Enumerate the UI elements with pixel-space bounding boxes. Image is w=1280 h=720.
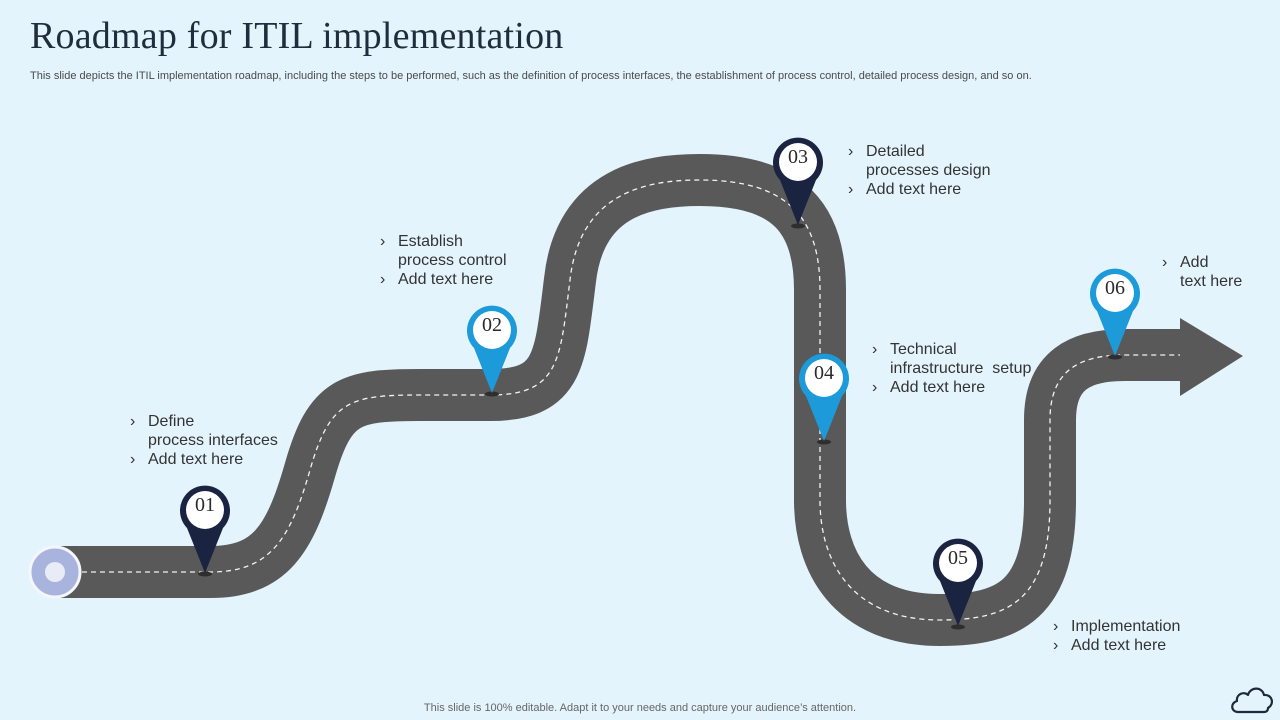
pin-step-05: 05 (931, 537, 985, 631)
step-04-text: Technical infrastructure setup Add text … (872, 340, 1031, 397)
step-01-title-line-1: Define (130, 412, 278, 431)
step-02-title-line-1: Establish (380, 232, 507, 251)
road-arrowhead (1180, 318, 1243, 396)
step-06-title-line-1: Add (1162, 253, 1242, 272)
step-01-detail: Add text here (130, 450, 278, 469)
pin-step-02: 02 (465, 304, 519, 398)
map-pin-icon (773, 137, 823, 229)
step-05-detail: Add text here (1053, 636, 1180, 655)
step-01-text: Define process interfaces Add text here (130, 412, 278, 469)
pin-number: 05 (948, 547, 968, 569)
map-pin-icon (180, 485, 230, 577)
map-pin-icon (933, 538, 983, 630)
pin-number: 03 (788, 146, 808, 168)
map-pin-icon (467, 305, 517, 397)
pin-step-03: 03 (771, 136, 825, 230)
step-01-title-line-2: process interfaces (148, 432, 278, 449)
map-pin-icon (1090, 268, 1140, 360)
step-03-text: Detailed processes design Add text here (848, 142, 991, 199)
step-02-detail: Add text here (380, 270, 507, 289)
page-title: Roadmap for ITIL implementation (30, 15, 564, 57)
map-pin-icon (799, 353, 849, 445)
pin-number: 01 (195, 494, 215, 516)
footer-note: This slide is 100% editable. Adapt it to… (423, 702, 857, 714)
pin-number: 06 (1105, 277, 1125, 299)
step-04-title-line-2: infrastructure setup (890, 360, 1032, 377)
step-05-text: Implementation Add text here (1053, 617, 1180, 655)
step-03-title-line-2: processes design (866, 162, 991, 179)
step-06-title-line-2: text here (1180, 273, 1243, 290)
page-subtitle: This slide depicts the ITIL implementati… (30, 70, 1032, 82)
pin-step-01: 01 (178, 484, 232, 578)
step-05-title: Implementation (1053, 617, 1180, 636)
pin-number: 04 (814, 362, 834, 384)
pin-step-06: 06 (1088, 267, 1142, 361)
step-03-title-line-1: Detailed (848, 142, 991, 161)
step-02-title-line-2: process control (398, 252, 507, 269)
step-04-title-line-1: Technical (872, 340, 1031, 359)
step-06-text: Add text here (1162, 253, 1242, 291)
step-04-detail: Add text here (872, 378, 1031, 397)
pin-number: 02 (482, 314, 502, 336)
start-node-center (45, 562, 65, 582)
step-02-text: Establish process control Add text here (380, 232, 507, 289)
cloud-icon (1231, 687, 1274, 714)
pin-step-04: 04 (797, 352, 851, 446)
road-center-line (55, 179, 1185, 621)
step-03-detail: Add text here (848, 180, 991, 199)
